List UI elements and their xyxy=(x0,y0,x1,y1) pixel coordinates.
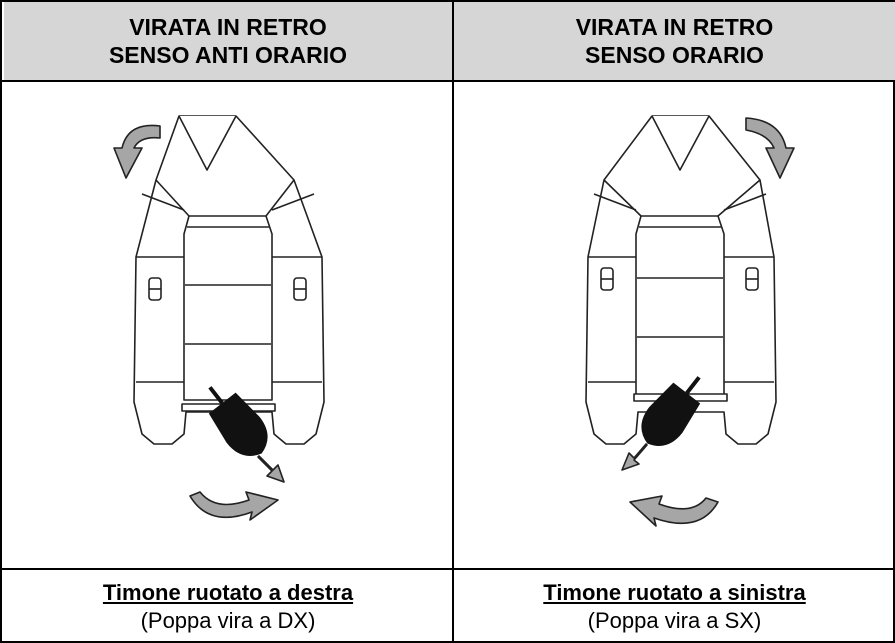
inflatable-boat-icon xyxy=(585,115,777,445)
diagram-counterclockwise xyxy=(4,82,452,568)
outboard-motor-icon xyxy=(641,376,701,446)
footer-right-rudder: Timone ruotato a destra (Poppa vira a DX… xyxy=(4,570,452,643)
curved-arrow-icon xyxy=(745,117,795,179)
header-counterclockwise: VIRATA IN RETRO SENSO ANTI ORARIO xyxy=(4,2,452,80)
straight-arrow-icon xyxy=(257,455,285,483)
column-divider xyxy=(452,2,454,641)
footer-right-subtitle: (Poppa vira a SX) xyxy=(587,607,762,633)
footer-left-rudder: Timone ruotato a sinistra (Poppa vira a … xyxy=(454,570,895,643)
header-left-line1: VIRATA IN RETRO xyxy=(129,14,327,40)
footer-left-subtitle: (Poppa vira a DX) xyxy=(140,607,316,633)
curved-arrow-icon xyxy=(113,124,161,179)
rotation-arrow-icon xyxy=(189,491,279,521)
header-right-line1: VIRATA IN RETRO xyxy=(575,14,774,40)
inflatable-boat-icon xyxy=(133,115,325,445)
outboard-motor-icon xyxy=(208,386,268,456)
rotation-arrow-icon xyxy=(629,495,719,527)
boat-diagram-left xyxy=(113,115,325,521)
header-divider xyxy=(2,80,893,82)
header-right-line2: SENSO ORARIO xyxy=(585,42,764,68)
diagram-clockwise xyxy=(454,82,895,568)
boat-diagram-right xyxy=(585,115,795,527)
header-left-line2: SENSO ANTI ORARIO xyxy=(108,42,348,68)
footer-left-title: Timone ruotato a destra xyxy=(102,579,354,605)
footer-right-title: Timone ruotato a sinistra xyxy=(543,579,806,605)
header-clockwise: VIRATA IN RETRO SENSO ORARIO xyxy=(454,2,895,80)
straight-arrow-icon xyxy=(621,443,648,471)
footer-divider xyxy=(2,568,893,570)
